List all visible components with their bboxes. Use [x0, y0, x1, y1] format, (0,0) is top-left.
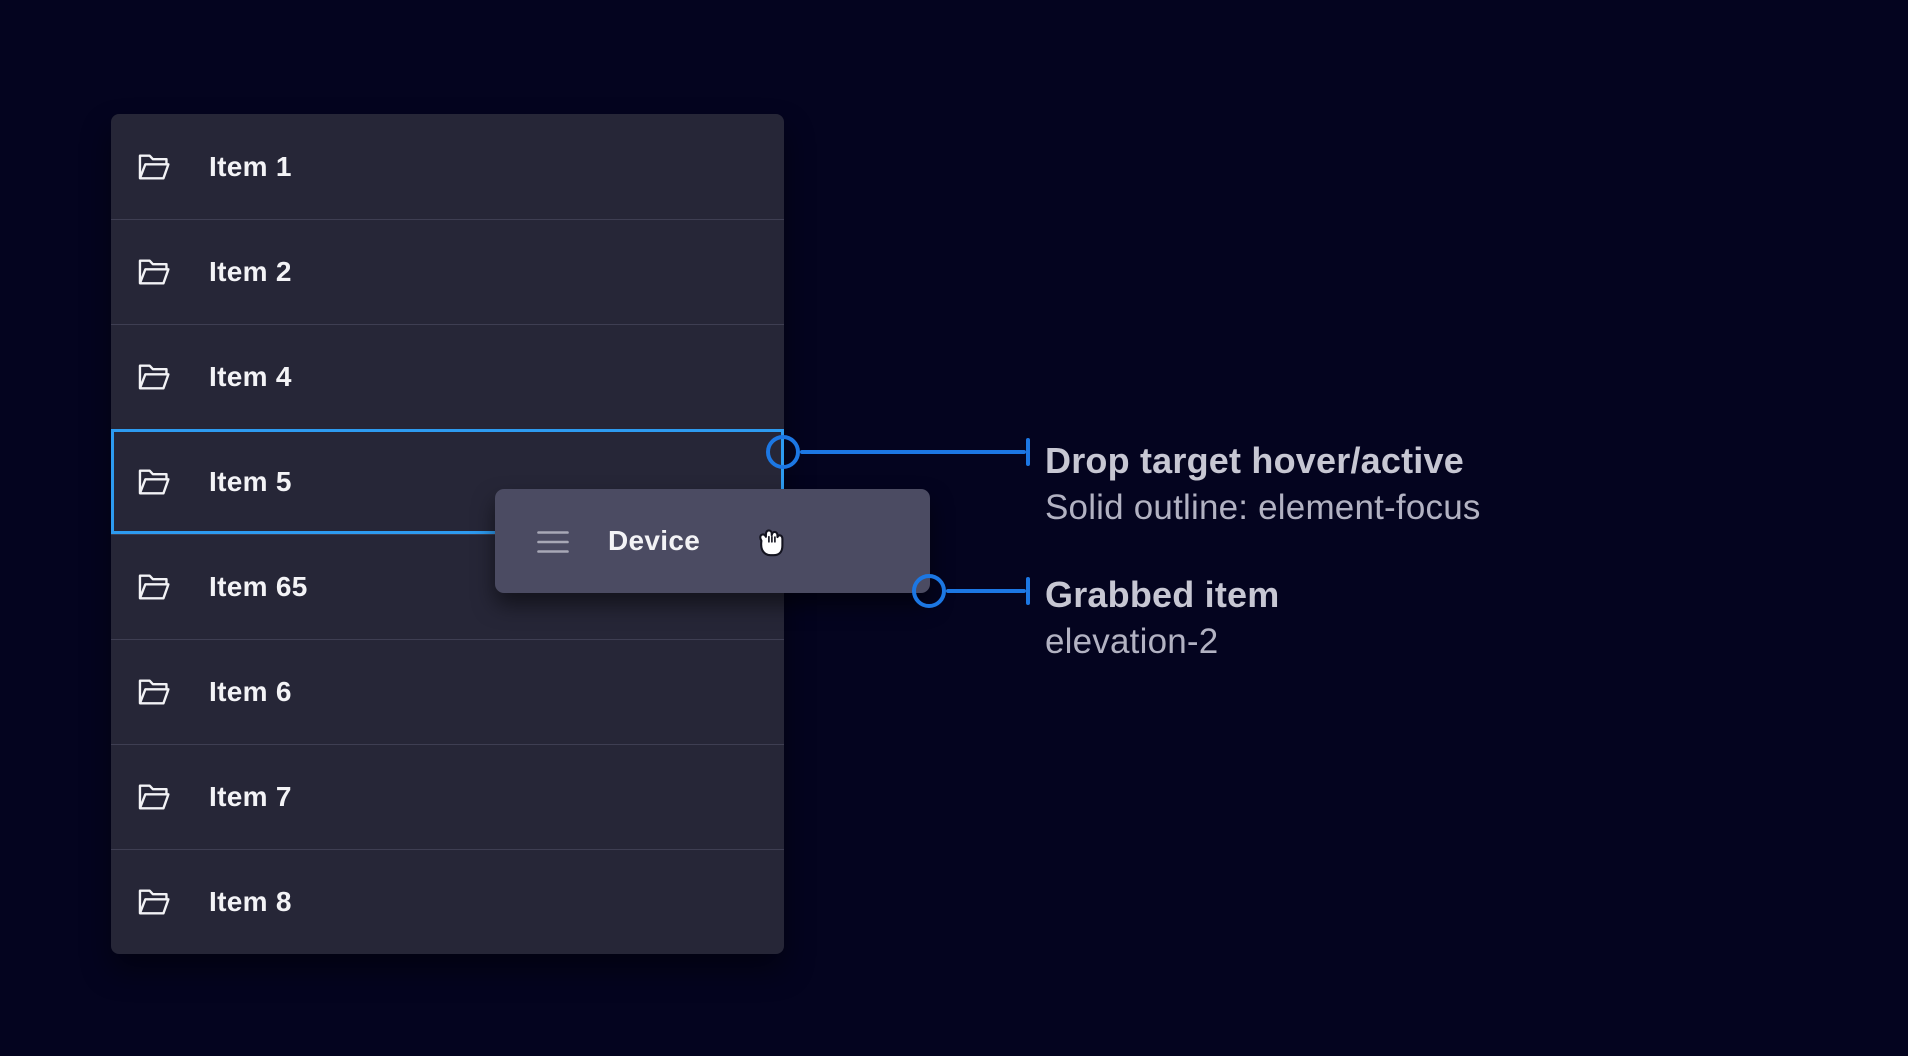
- grabbed-item-label: Device: [608, 525, 701, 556]
- list-item[interactable]: Item 7: [111, 744, 784, 849]
- folder-open-icon: [138, 154, 170, 179]
- folder-open-icon: [138, 364, 170, 390]
- grabbing-hand-cursor-icon: [759, 529, 784, 557]
- annotation-title: Grabbed item: [1045, 574, 1280, 615]
- list-item[interactable]: Item 6: [111, 639, 784, 744]
- drag-handle-icon[interactable]: [537, 530, 569, 554]
- list-item[interactable]: Item 65: [111, 534, 784, 639]
- folder-open-icon: [138, 259, 170, 285]
- folder-open-icon: [138, 889, 170, 915]
- folder-open-icon: [138, 679, 170, 705]
- folder-open-icon: [138, 784, 170, 810]
- annotation-subtitle: elevation-2: [1045, 622, 1219, 661]
- list-item-label: Item 65: [209, 571, 308, 602]
- list-item-label: Item 2: [209, 256, 292, 287]
- list-item-label: Item 1: [209, 150, 292, 182]
- list-item[interactable]: Item 2: [111, 219, 784, 324]
- annotation-drop-target: Drop target hover/active Solid outline: …: [1045, 437, 1481, 531]
- callout-endcap-drop-target: [1026, 438, 1030, 466]
- callout-line-drop-target: [800, 450, 1026, 454]
- list-item-label: Item 4: [209, 361, 292, 392]
- annotation-grabbed-item: Grabbed item elevation-2: [1045, 571, 1279, 665]
- grabbed-item-card[interactable]: Device: [495, 489, 930, 593]
- list-item-label: Item 5: [209, 466, 292, 497]
- list-item[interactable]: Item 4: [111, 324, 784, 429]
- callout-circle-drop-target: [766, 435, 800, 469]
- list-item-label: Item 8: [209, 886, 292, 917]
- annotation-title: Drop target hover/active: [1045, 440, 1464, 481]
- list-item-label: Item 7: [209, 781, 292, 812]
- list-item-label: Item 6: [209, 676, 292, 707]
- folder-open-icon: [138, 469, 170, 495]
- folder-open-icon: [138, 574, 170, 600]
- callout-circle-grabbed-item: [912, 574, 946, 608]
- list-item[interactable]: Item 1: [111, 114, 784, 219]
- callout-line-grabbed-item: [946, 589, 1026, 593]
- callout-endcap-grabbed-item: [1026, 577, 1030, 605]
- annotation-subtitle: Solid outline: element-focus: [1045, 488, 1481, 527]
- list-item[interactable]: Item 8: [111, 849, 784, 954]
